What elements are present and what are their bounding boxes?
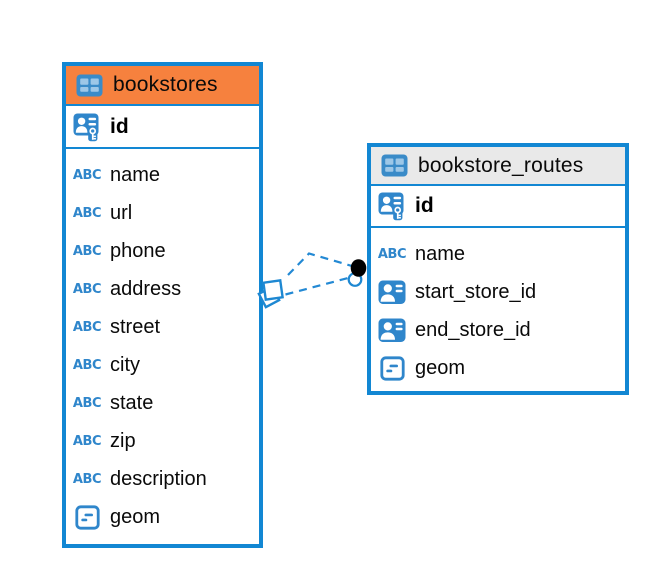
person-key-icon xyxy=(71,112,103,142)
column-label: city xyxy=(110,353,140,376)
column-row-city[interactable]: ABC city xyxy=(66,346,259,384)
column-row-zip[interactable]: ABC zip xyxy=(66,422,259,460)
person-key-icon xyxy=(376,191,408,221)
relationship-line-lower[interactable] xyxy=(285,276,351,296)
column-label: name xyxy=(110,163,161,186)
column-label: address xyxy=(110,277,182,300)
primary-key-row[interactable]: id xyxy=(66,106,259,149)
table-header-bookstore-routes[interactable]: bookstore_routes xyxy=(371,147,625,186)
column-row-name[interactable]: ABC name xyxy=(66,156,259,194)
column-label: description xyxy=(110,467,207,490)
column-row-phone[interactable]: ABC phone xyxy=(66,232,259,270)
text-icon: ABC xyxy=(72,167,102,183)
person-icon xyxy=(376,318,408,343)
column-row-street[interactable]: ABC street xyxy=(66,308,259,346)
column-label: start_store_id xyxy=(415,280,537,303)
table-title: bookstore_routes xyxy=(418,153,584,177)
text-icon: ABC xyxy=(72,281,102,297)
column-label: phone xyxy=(110,239,166,262)
column-label: id xyxy=(110,114,129,138)
column-row-address[interactable]: ABC address xyxy=(66,270,259,308)
text-icon: ABC xyxy=(377,246,407,262)
text-icon: ABC xyxy=(72,319,102,335)
column-label: state xyxy=(110,391,154,414)
column-label: street xyxy=(110,315,161,338)
column-row-start_store_id[interactable]: start_store_id xyxy=(371,273,625,311)
table-icon xyxy=(73,74,105,97)
table-header-bookstores[interactable]: bookstores xyxy=(66,66,259,106)
person-icon xyxy=(376,280,408,305)
column-row-geom[interactable]: geom xyxy=(66,498,259,536)
column-row-name[interactable]: ABC name xyxy=(371,235,625,273)
table-title: bookstores xyxy=(113,73,218,96)
column-row-geom[interactable]: geom xyxy=(371,349,625,387)
column-label: id xyxy=(415,194,434,217)
object-icon xyxy=(376,355,408,381)
column-label: url xyxy=(110,201,133,224)
object-icon xyxy=(71,504,103,530)
text-icon: ABC xyxy=(72,433,102,449)
column-row-end_store_id[interactable]: end_store_id xyxy=(371,311,625,349)
relationship-lines xyxy=(285,252,353,296)
text-icon: ABC xyxy=(72,357,102,373)
column-row-state[interactable]: ABC state xyxy=(66,384,259,422)
column-label: name xyxy=(415,242,466,265)
column-label: zip xyxy=(110,429,136,452)
column-label: end_store_id xyxy=(415,318,531,341)
text-icon: ABC xyxy=(72,243,102,259)
relationship-line-upper[interactable] xyxy=(287,252,353,276)
text-icon: ABC xyxy=(72,395,102,411)
column-label: geom xyxy=(415,356,466,379)
text-icon: ABC xyxy=(72,471,102,487)
column-label: geom xyxy=(110,505,161,528)
column-row-url[interactable]: ABC url xyxy=(66,194,259,232)
primary-key-row[interactable]: id xyxy=(371,186,625,228)
text-icon: ABC xyxy=(72,205,102,221)
filled-dot-marker[interactable] xyxy=(347,259,367,287)
table-icon xyxy=(378,154,410,177)
column-row-description[interactable]: ABC description xyxy=(66,460,259,498)
